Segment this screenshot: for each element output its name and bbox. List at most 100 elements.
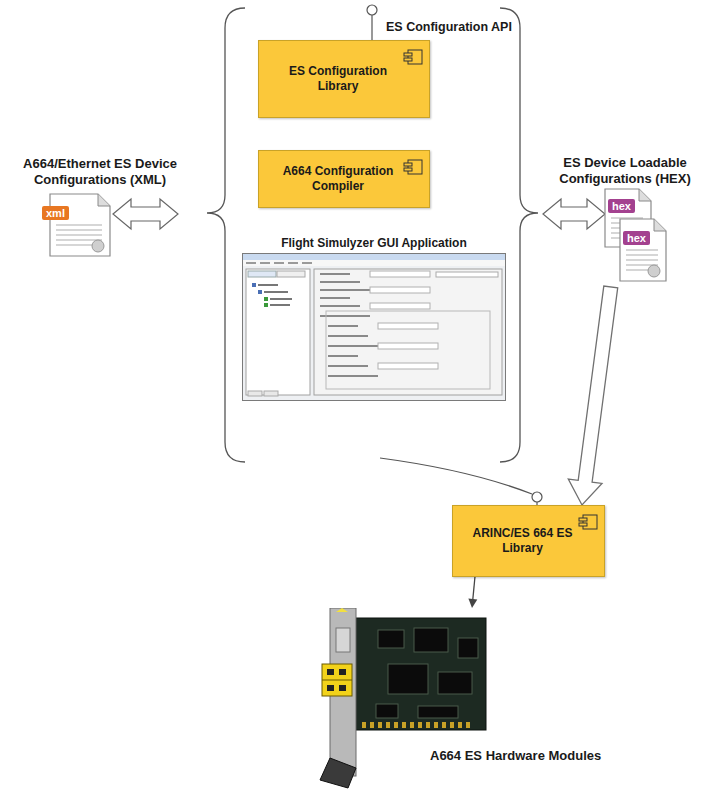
component-port [404, 163, 412, 166]
tab [277, 271, 305, 277]
edge-contact [434, 722, 438, 728]
hardware-module: A664 ES Hardware Modules [318, 608, 668, 790]
form-label [328, 345, 378, 347]
form-field [370, 287, 430, 293]
group-brace [207, 8, 245, 462]
menu-item [274, 262, 284, 264]
file-icon-area: xml [4, 188, 196, 260]
form-field [370, 303, 430, 309]
circuit-board [356, 618, 486, 730]
form-field [378, 343, 438, 349]
component-box: A664 Configuration Compiler [258, 150, 430, 208]
edge-contact [442, 722, 446, 728]
led [336, 608, 348, 612]
component-symbol [578, 514, 598, 530]
chip [458, 638, 478, 658]
double-arrow [113, 199, 178, 229]
connector-port [327, 669, 334, 675]
menu-item [246, 262, 256, 264]
file-page [50, 194, 110, 256]
tree-icon [264, 303, 268, 307]
tree-panel [246, 269, 310, 395]
edge-contact [450, 722, 454, 728]
edge-contact [378, 722, 382, 728]
file-heading: ES Device Loadable Configurations (HEX) [536, 155, 714, 187]
file-type-tag: xml [42, 206, 69, 220]
file-fold [98, 194, 110, 206]
chip [414, 628, 448, 652]
application-screenshot: Flight Simulyzer GUI Application [242, 236, 506, 401]
tree-text [264, 291, 288, 293]
menu-item [302, 262, 312, 264]
component-port [579, 523, 587, 526]
file-heading: A664/Ethernet ES Device Configurations (… [4, 156, 196, 188]
tree-text [270, 298, 292, 300]
api-lollipop [371, 15, 372, 40]
component-port [579, 518, 587, 521]
form-field [370, 271, 430, 277]
api-lollipop [367, 5, 377, 40]
file-page [620, 219, 666, 281]
tree-text [258, 284, 278, 286]
component-box: ARINC/ES 664 ES Library [452, 505, 605, 577]
form-label [328, 375, 378, 377]
panel-connector [336, 628, 350, 652]
component-body [408, 160, 422, 174]
double-arrow [543, 199, 605, 229]
interface-lollipop [380, 458, 542, 505]
title-bar [243, 254, 505, 260]
component-body [583, 515, 597, 529]
file-line [626, 254, 658, 256]
app-screenshot [242, 253, 506, 401]
file-type-tag: hex [608, 199, 635, 213]
tree-icon [252, 283, 256, 287]
form-label [320, 289, 370, 291]
ejector-handle [320, 758, 356, 788]
file-fold [654, 219, 666, 231]
form-label [320, 273, 350, 275]
connector-port [339, 669, 346, 675]
tab [248, 271, 276, 277]
connector-line [473, 577, 475, 600]
form-field [378, 323, 438, 329]
interface-label: ES Configuration API [386, 20, 512, 35]
form-label [328, 335, 368, 337]
connector-split [322, 680, 352, 681]
edge-contact [362, 722, 366, 728]
form-label [320, 305, 360, 307]
file-badge [648, 265, 660, 277]
component-symbol [403, 49, 423, 65]
edge-contact [426, 722, 430, 728]
form-panel [314, 269, 502, 395]
edge-contact [466, 722, 470, 728]
menu-item [288, 262, 298, 264]
form-label [320, 281, 360, 283]
file-pages [4, 188, 196, 260]
interface-lollipop [532, 492, 542, 502]
tab [264, 391, 278, 396]
connector [468, 577, 477, 608]
file-type-tag: hex [623, 231, 650, 245]
component-name: A664 Configuration Compiler [273, 164, 403, 194]
component-port [404, 168, 412, 171]
chip [378, 630, 404, 648]
form-label [328, 355, 358, 357]
edge-contact [410, 722, 414, 728]
hollow-arrow [568, 286, 617, 505]
window-frame [243, 254, 506, 401]
component-port [404, 58, 412, 61]
menu-item [260, 262, 270, 264]
file-line [626, 249, 658, 251]
file-line [626, 259, 658, 261]
tab [248, 391, 262, 396]
file-icon: A664/Ethernet ES Device Configurations (… [4, 156, 196, 260]
file-icon: ES Device Loadable Configurations (HEX) h… [536, 155, 714, 287]
module-name: A664 ES Hardware Modules [428, 748, 603, 764]
application-title: Flight Simulyzer GUI Application [242, 236, 506, 253]
connector [568, 286, 617, 505]
edge-contact [386, 722, 390, 728]
form-label [328, 325, 358, 327]
component-body [408, 50, 422, 64]
file-badge [92, 240, 104, 252]
connector-port [339, 685, 346, 691]
